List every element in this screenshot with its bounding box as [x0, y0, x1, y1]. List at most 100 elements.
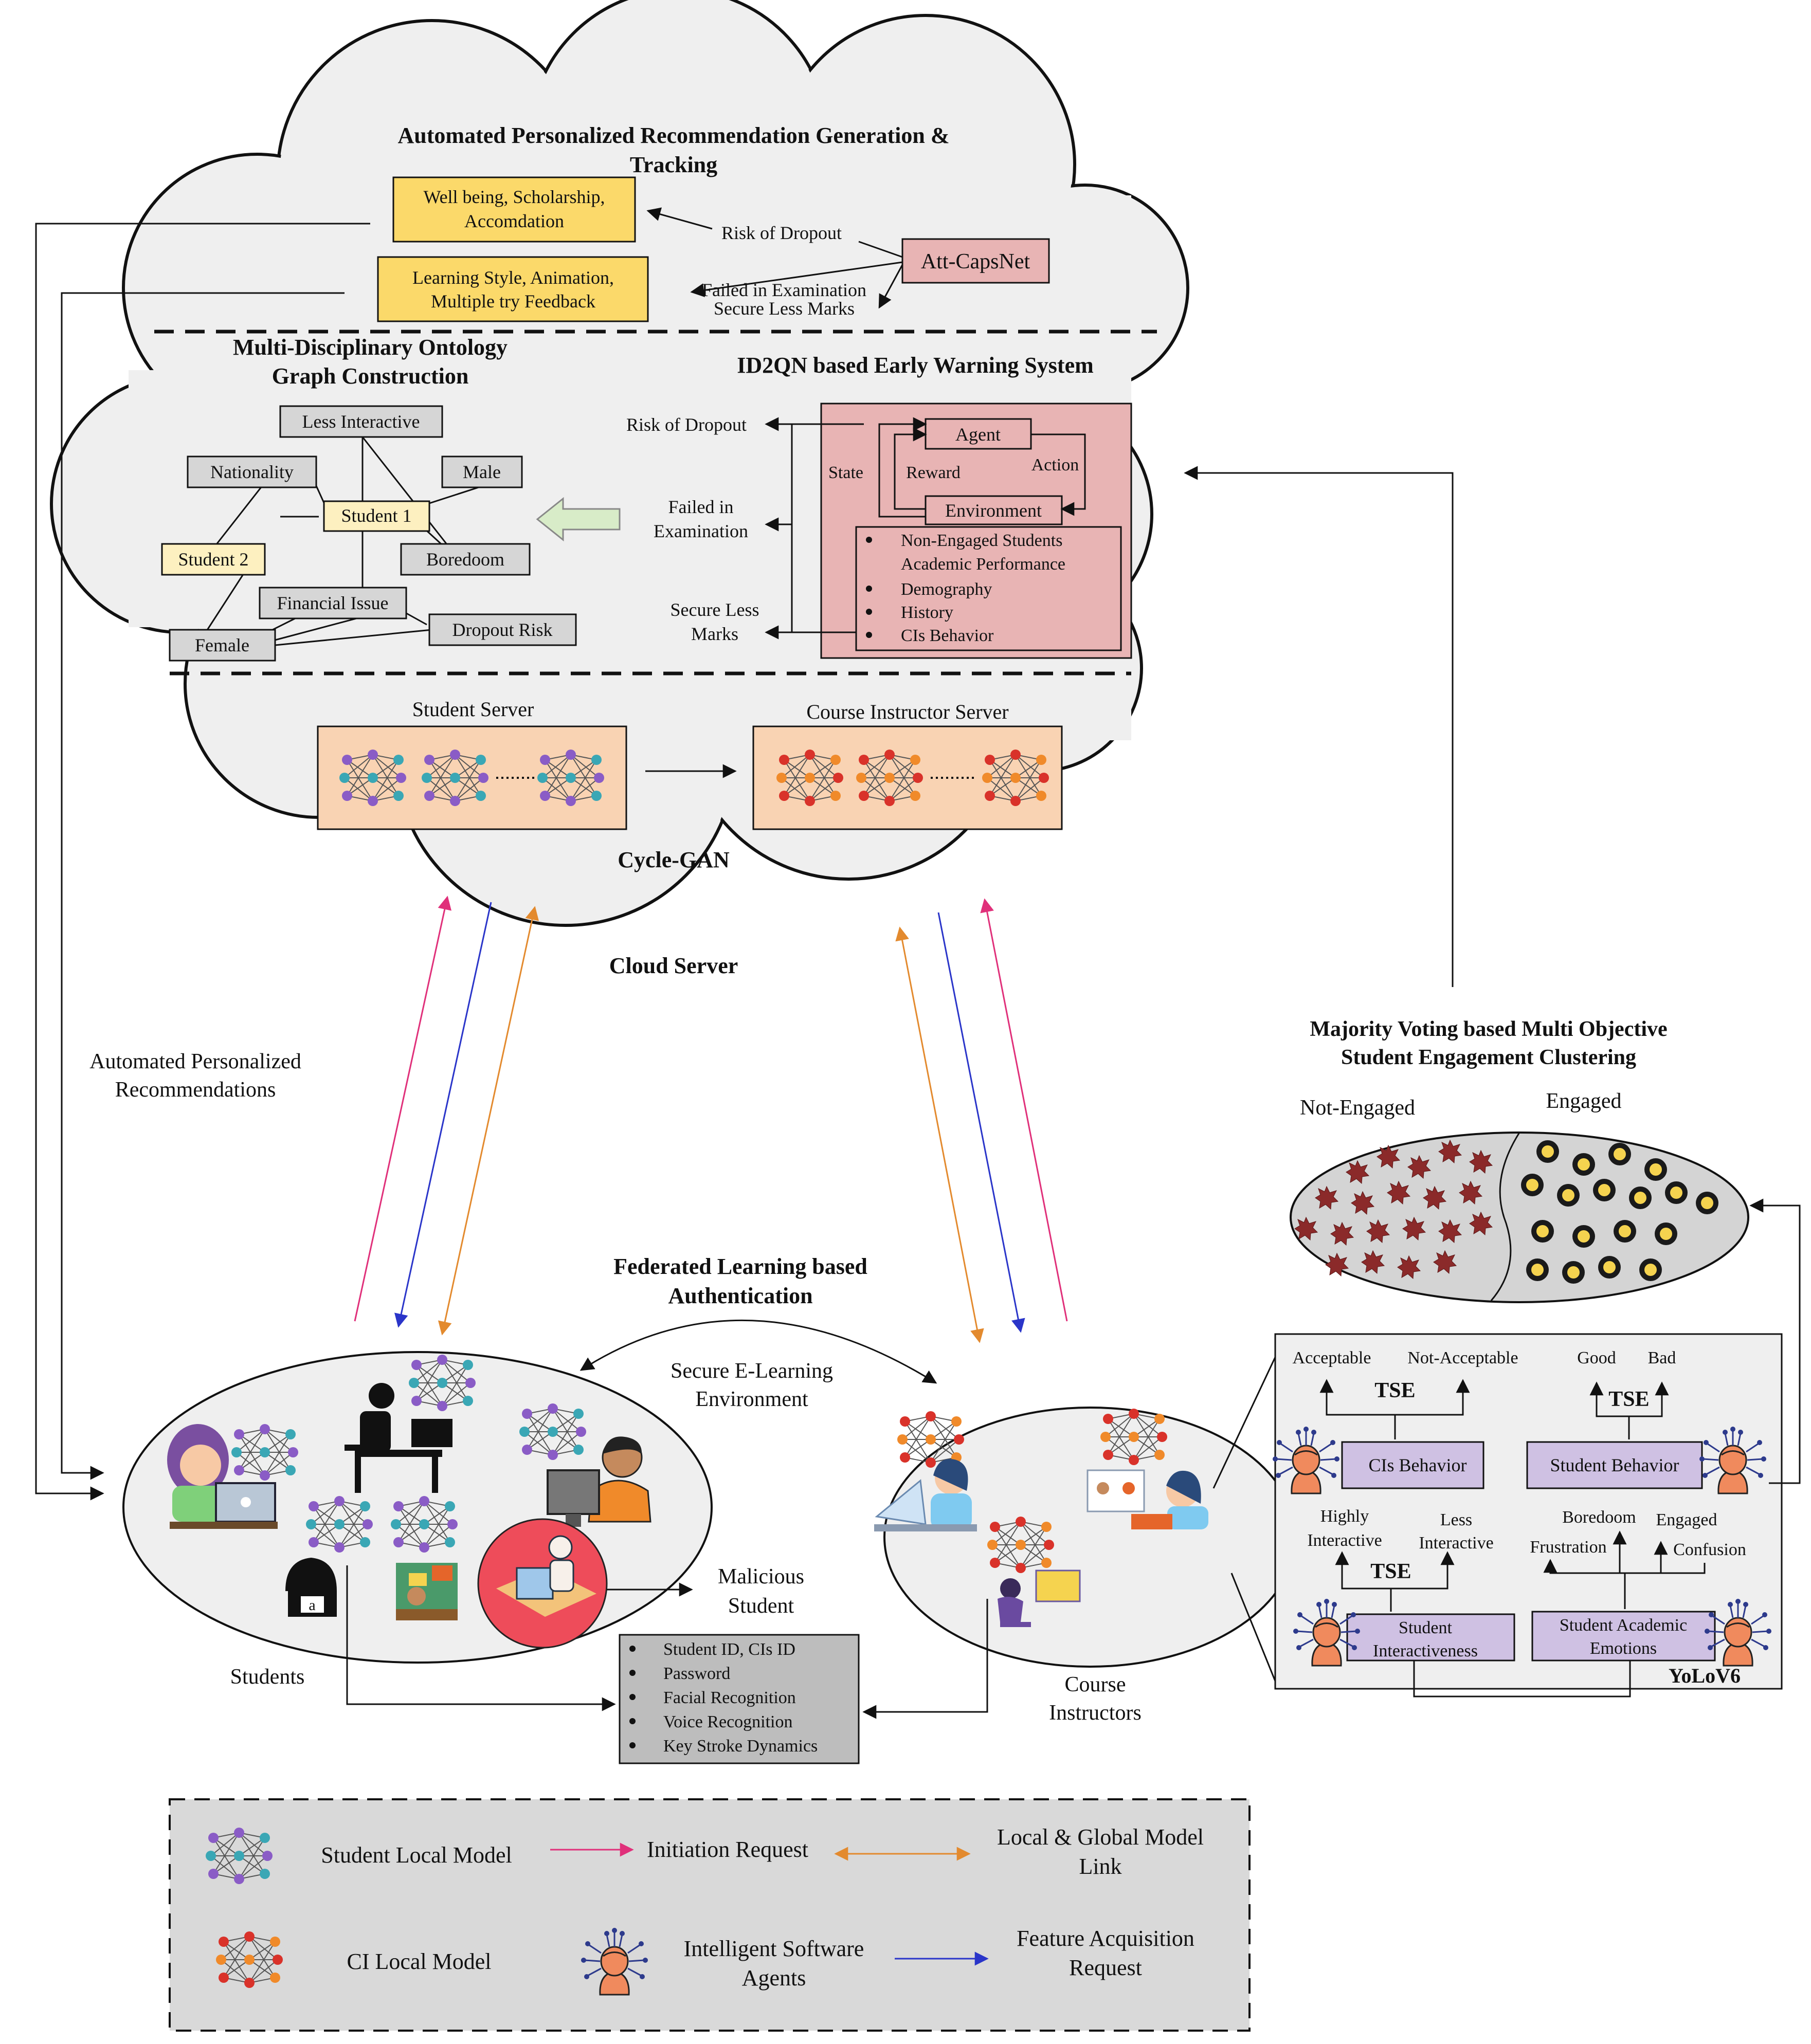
yolov6-label: YoLoV6	[1669, 1664, 1741, 1687]
ci-presenter-icon	[998, 1570, 1081, 1627]
engaged-emotion-label: Engaged	[1656, 1510, 1717, 1529]
node-female-label: Female	[195, 635, 249, 655]
engagement-ellipse	[1290, 1132, 1749, 1303]
node-male-label: Male	[463, 462, 501, 482]
feature-arrow-ci	[937, 912, 1025, 1333]
rec-secure-less: Secure Less Marks	[714, 298, 855, 319]
authentication-box	[619, 1634, 860, 1764]
legend-local-global-2: Link	[1079, 1854, 1121, 1879]
legend-student-local-model: Student Local Model	[321, 1842, 512, 1868]
initiation-arrow-students	[354, 896, 452, 1322]
ci-server-model-3	[982, 749, 1049, 807]
student-hooded-icon: a	[285, 1558, 337, 1617]
ontology-title: Multi-Disciplinary Ontology	[233, 335, 508, 360]
ews-title: ID2QN based Early Warning System	[737, 353, 1094, 378]
node-nationality-label: Nationality	[210, 462, 294, 482]
cis-behavior-box	[1341, 1441, 1484, 1489]
recommendation-title: Automated Personalized Recommendation Ge…	[398, 123, 950, 148]
tse-label-3: TSE	[1370, 1560, 1411, 1583]
node-less-interactive	[279, 405, 443, 438]
ews-feature-1: Non-Engaged Students	[901, 531, 1062, 550]
student-model-5	[390, 1495, 458, 1553]
attcapsnet-label: Att-CapsNet	[921, 250, 1030, 273]
student-local-model-icon	[205, 1827, 273, 1885]
legend-local-global: Local & Global Model	[997, 1824, 1204, 1850]
node-financial-issue-label: Financial Issue	[277, 593, 389, 613]
feature-arrow-students	[394, 902, 492, 1328]
ews-feature-3: History	[901, 603, 953, 622]
node-dropout-risk	[428, 613, 577, 646]
legend-isa: Intelligent Software	[684, 1936, 864, 1961]
student-server-model-3	[537, 749, 605, 807]
node-less-interactive-label: Less Interactive	[302, 411, 420, 432]
course-instructors-label-2: Instructors	[1049, 1701, 1142, 1725]
frustration-label: Frustration	[1530, 1538, 1606, 1557]
not-engaged-label: Not-Engaged	[1300, 1096, 1415, 1120]
recommendation-title-2: Tracking	[630, 152, 717, 177]
ci-model-3	[987, 1516, 1055, 1574]
student-office-icon	[396, 1563, 458, 1620]
node-student2-label: Student 2	[178, 549, 248, 570]
student-academic-emotions-box	[1531, 1611, 1716, 1662]
node-boredoom	[400, 543, 531, 576]
ews-out-failed: Failed in	[668, 497, 734, 517]
left-rec-label-2: Recommendations	[115, 1078, 276, 1102]
student-desk-icon	[345, 1383, 452, 1493]
clustering-title: Majority Voting based Multi Objective	[1310, 1017, 1667, 1041]
model-link-students	[438, 906, 539, 1336]
student-server-model-2	[421, 749, 489, 807]
student-academic-label: Student Academic	[1560, 1616, 1687, 1635]
node-boredoom-label: Boredoom	[426, 549, 504, 570]
bad-label: Bad	[1648, 1348, 1676, 1367]
ews-out-risk: Risk of Dropout	[626, 414, 747, 435]
malicious-student-icon	[477, 1518, 608, 1649]
confusion-label: Confusion	[1673, 1540, 1746, 1559]
ews-feature-1b: Academic Performance	[901, 555, 1065, 574]
svg-text:a: a	[309, 1597, 315, 1614]
secure-env-label-2: Environment	[695, 1388, 808, 1411]
node-student2	[161, 543, 266, 576]
student-interactiveness-box	[1346, 1613, 1515, 1662]
acceptable-label: Acceptable	[1293, 1348, 1371, 1367]
fl-title-2: Authentication	[668, 1283, 812, 1308]
legend-ci-local-model: CI Local Model	[347, 1949, 491, 1974]
ews-agent-label: Agent	[955, 424, 1001, 445]
node-financial-issue	[259, 587, 407, 619]
tse-label-1: TSE	[1374, 1379, 1415, 1402]
ews-action: Action	[1031, 455, 1079, 474]
rec-box-learning-label: Learning Style, Animation,	[412, 267, 614, 288]
student-model-3	[519, 1403, 587, 1461]
rec-box-wellbeing-label-2: Accomdation	[464, 211, 564, 231]
fl-title: Federated Learning based	[613, 1254, 867, 1279]
cyclegan-label: Cycle-GAN	[618, 847, 730, 872]
legend-box	[169, 1798, 1251, 2032]
ews-out-secure: Secure Less	[671, 599, 759, 620]
attcapsnet-box	[901, 238, 1050, 284]
student-monitor-icon	[547, 1436, 651, 1527]
student-girl-laptop-icon	[167, 1424, 278, 1529]
node-student1-label: Student 1	[341, 505, 411, 526]
auth-item-2: Password	[663, 1664, 730, 1683]
legend-initiation-request: Initiation Request	[647, 1837, 808, 1862]
model-link-ci	[895, 926, 984, 1343]
boredoom-emotion-label: Boredoom	[1562, 1508, 1636, 1527]
student-model-1	[231, 1424, 299, 1481]
ci-video-call-icon	[1086, 1469, 1208, 1529]
auth-item-3: Facial Recognition	[663, 1688, 796, 1707]
ews-out-secure-2: Marks	[691, 624, 738, 644]
malicious-label: Malicious	[718, 1565, 804, 1589]
ci-laptop-teacher-icon	[874, 1459, 977, 1531]
node-female	[169, 629, 276, 662]
node-dropout-risk-label: Dropout Risk	[452, 619, 552, 640]
ews-feature-4: CIs Behavior	[901, 626, 994, 645]
ews-environment-label: Environment	[945, 500, 1042, 521]
ci-server-label: Course Instructor Server	[806, 700, 1008, 723]
cis-behavior-label: CIs Behavior	[1369, 1455, 1467, 1475]
initiation-arrow-ci	[980, 898, 1068, 1322]
ci-model-2	[1100, 1408, 1168, 1466]
course-instructors-label: Course	[1065, 1673, 1126, 1696]
ews-out-failed-2: Examination	[654, 521, 748, 541]
highly-interactive-label-2: Interactive	[1307, 1531, 1382, 1550]
highly-interactive-label: Highly	[1320, 1507, 1369, 1526]
